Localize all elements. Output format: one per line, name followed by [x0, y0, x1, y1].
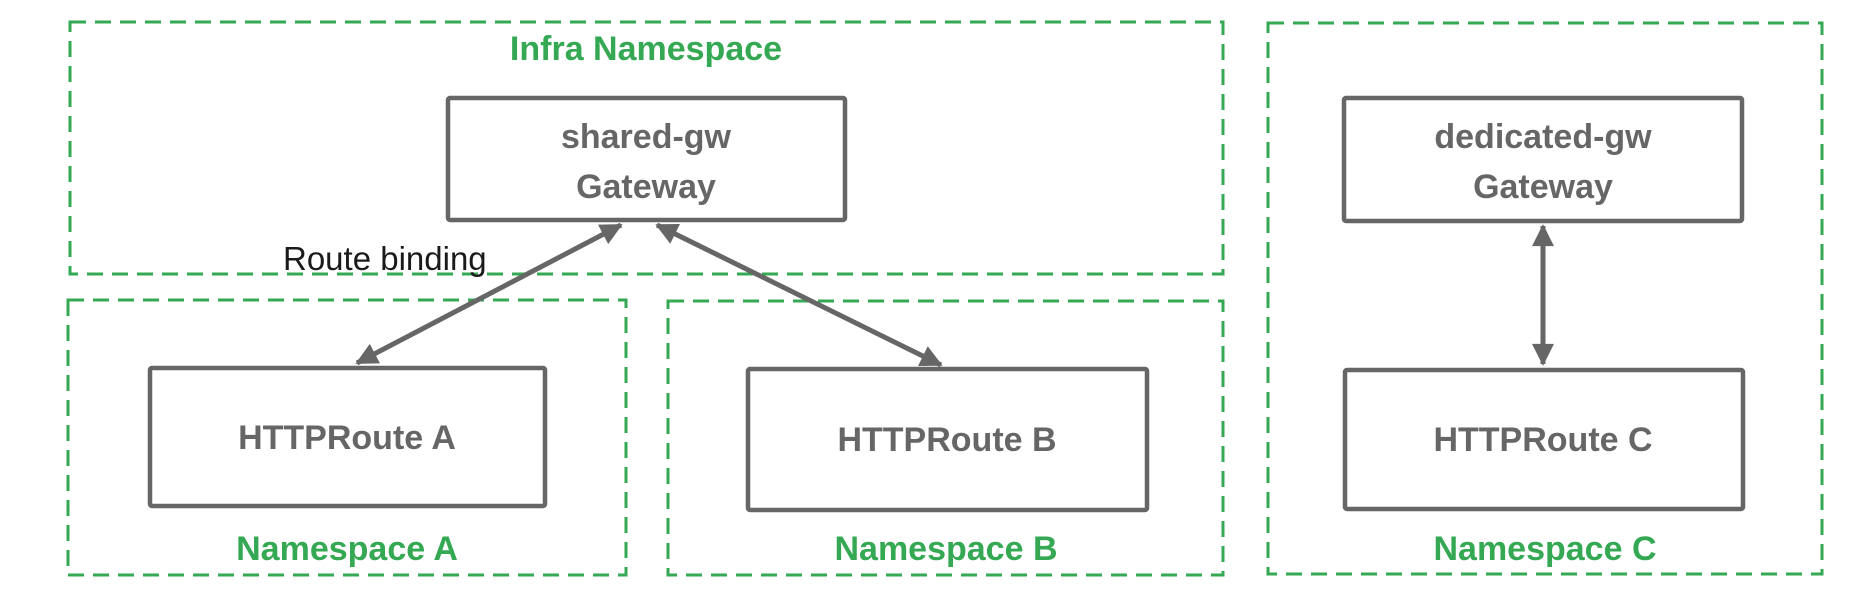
infra-namespace-label: Infra Namespace — [510, 30, 782, 68]
httproute-b-node — [745, 366, 1150, 513]
route-binding-label: Route binding — [283, 240, 487, 277]
shared-gw-kind-label: Gateway — [576, 168, 716, 206]
httproute-c-label: HTTPRoute C — [1433, 421, 1652, 459]
namespace-c-box — [1266, 21, 1824, 576]
route-binding-arrow-b — [655, 222, 943, 368]
dedicated-gw-name-label: dedicated-gw — [1434, 118, 1652, 156]
dedicated-gw-kind-label: Gateway — [1473, 168, 1613, 206]
infra-namespace-box — [68, 20, 1225, 276]
httproute-a-node — [147, 365, 548, 509]
httproute-c-node — [1342, 367, 1746, 512]
namespace-b-label: Namespace B — [834, 530, 1057, 568]
dedicated-gw-gateway-node — [1341, 95, 1745, 224]
namespace-b-box — [666, 299, 1225, 577]
namespace-c-label: Namespace C — [1433, 530, 1656, 568]
shared-gw-gateway-node — [445, 95, 848, 223]
shared-gw-name-label: shared-gw — [561, 118, 732, 156]
route-binding-arrow-a — [355, 222, 623, 366]
httproute-b-label: HTTPRoute B — [837, 421, 1056, 459]
httproute-a-label: HTTPRoute A — [238, 419, 456, 457]
namespace-a-label: Namespace A — [236, 530, 458, 568]
namespace-a-box — [66, 298, 628, 577]
